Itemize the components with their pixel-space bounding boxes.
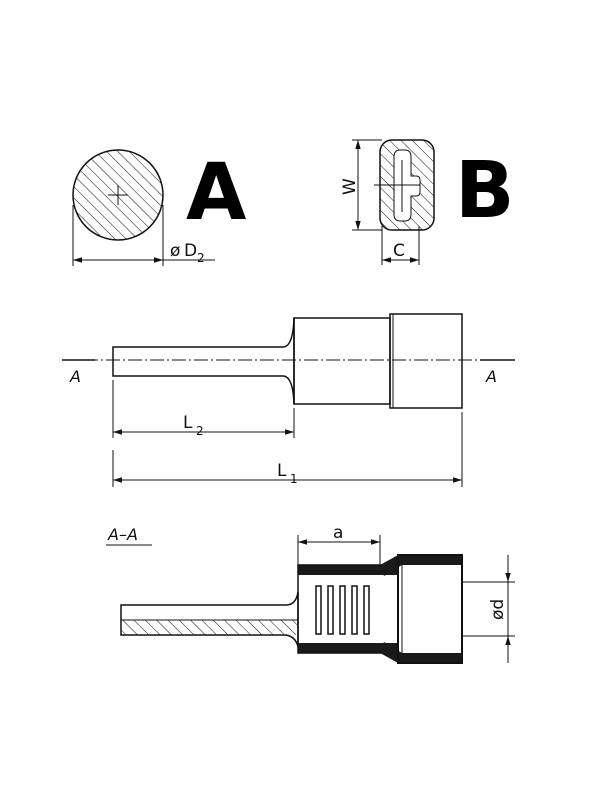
c-label: C — [393, 241, 405, 261]
round-pin-cross-section — [72, 149, 164, 241]
pin-outline — [112, 317, 295, 405]
side-view: A A L 2 L 1 — [62, 313, 515, 487]
section-b-letter: B — [455, 146, 514, 236]
l1-label: L — [277, 461, 287, 481]
section-b-view: W C B — [340, 139, 514, 265]
diameter-d2-dimension: ø D 2 — [72, 205, 215, 266]
l2-dimension: L 2 — [112, 380, 295, 438]
d-dimension: ød — [462, 555, 515, 663]
diameter-symbol: ø — [170, 241, 180, 261]
l1-subscript: 1 — [290, 472, 298, 486]
width-w-dimension: W — [340, 139, 382, 231]
w-label: W — [340, 178, 360, 195]
l2-subscript: 2 — [196, 424, 204, 438]
d2-subscript: 2 — [197, 251, 205, 265]
section-a-a-view: A–A — [106, 523, 515, 664]
d2-label: D — [184, 241, 197, 261]
l2-label: L — [183, 413, 193, 433]
pin-section — [120, 591, 299, 648]
insulation-section — [380, 554, 463, 664]
thickness-c-dimension: C — [381, 226, 420, 265]
serrations — [315, 585, 370, 635]
barrel-body — [293, 317, 391, 405]
section-a-view: ø D 2 A — [72, 148, 246, 266]
insulation-sleeve — [389, 313, 463, 409]
d-label: ød — [488, 599, 508, 620]
cut-label-left: A — [69, 367, 81, 386]
a-label: a — [333, 523, 343, 543]
barrel-section — [297, 564, 399, 654]
l1-dimension: L 1 — [112, 412, 463, 487]
a-dimension: a — [297, 523, 381, 565]
cut-label-right: A — [485, 367, 497, 386]
flat-pin-cross-section — [374, 139, 435, 231]
section-a-a-title: A–A — [107, 525, 138, 544]
section-a-letter: A — [186, 148, 246, 238]
